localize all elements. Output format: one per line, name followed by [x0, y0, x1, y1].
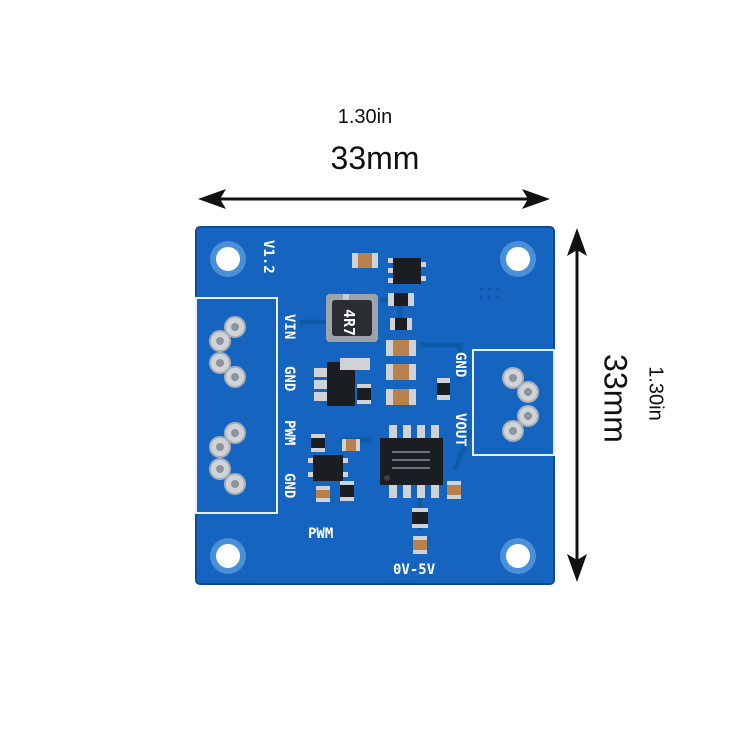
width-arrow	[198, 189, 550, 209]
version-label: V1.2	[260, 240, 276, 274]
pin-label-gnd-out: GND	[452, 352, 468, 377]
inductor	[326, 294, 378, 342]
pin-label-pwm: PWM	[281, 420, 297, 445]
right-terminal-outline	[472, 349, 555, 456]
soic-ic	[380, 425, 443, 498]
height-inches-label: 1.30in	[644, 366, 667, 421]
height-arrow	[567, 228, 587, 582]
inductor-marking: 4R7	[340, 309, 358, 336]
regulator-chip	[314, 358, 370, 406]
smd-components	[311, 253, 461, 554]
pin-label-vout: VOUT	[452, 413, 468, 447]
sot-chip-pwm	[308, 455, 348, 481]
pwm-silkscreen-label: PWM	[308, 526, 333, 542]
mounting-hole	[210, 538, 246, 574]
width-inches-label: 1.30in	[337, 106, 393, 128]
mounting-hole	[210, 241, 246, 277]
pin-label-gnd-1: GND	[281, 366, 297, 391]
mounting-hole	[500, 538, 536, 574]
width-mm-label: 33mm	[330, 140, 420, 176]
mounting-hole	[500, 241, 536, 277]
right-pads	[502, 367, 539, 442]
output-range-label: 0V-5V	[393, 562, 436, 578]
pin-label-gnd-2: GND	[281, 473, 297, 498]
via-dots	[479, 287, 499, 299]
left-terminal-outline	[195, 297, 278, 514]
pcb-board: V1.2 4R7 VIN GND PWM GND GND VOUT PWM 0V…	[195, 226, 555, 585]
pin-label-vin: VIN	[281, 314, 297, 339]
height-mm-label: 33mm	[597, 354, 634, 443]
sot-chip-top	[388, 258, 426, 284]
